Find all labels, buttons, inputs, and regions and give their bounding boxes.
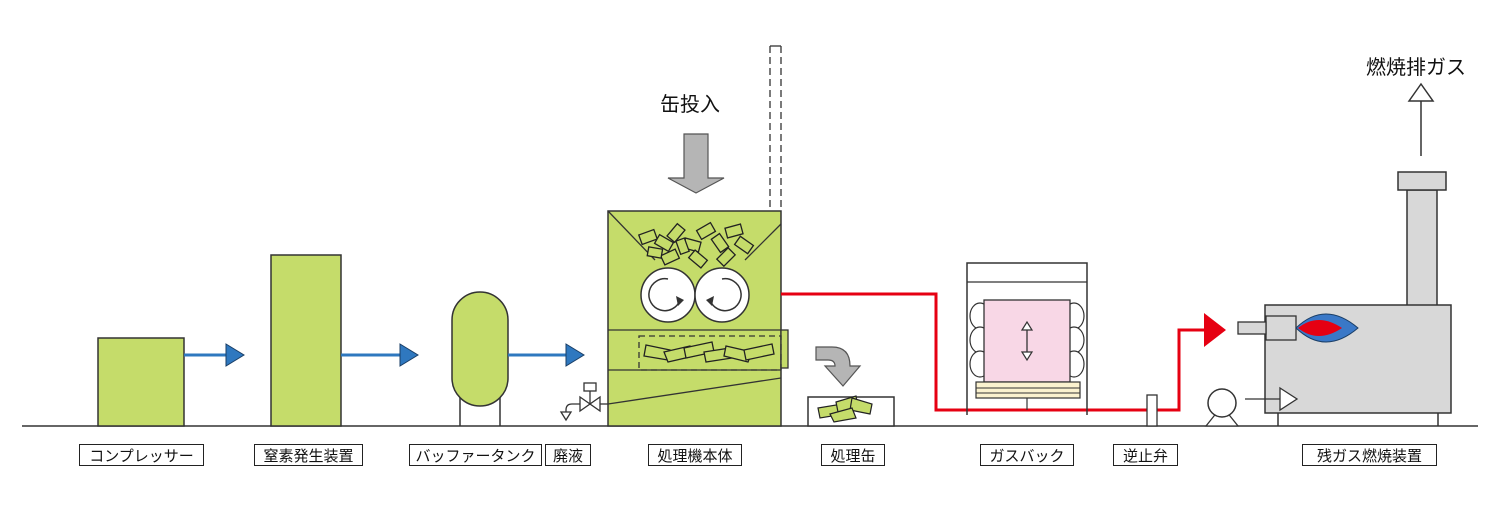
nitrogen-flow-arrow-1 (184, 343, 245, 367)
nitrogen-generator-unit (270, 254, 342, 427)
crusher-rotors (640, 267, 750, 323)
processor-body-label: 処理機本体 (648, 444, 742, 466)
combustion-exhaust-caption: 燃焼排ガス (1366, 55, 1466, 79)
gas-bag-label: ガスバック (980, 444, 1074, 466)
can-input-arrow (667, 133, 725, 194)
crushed-cans-inside (643, 341, 775, 363)
nitrogen-flow-arrow-3 (508, 343, 585, 367)
compressor-unit (97, 337, 185, 427)
nitrogen-generator-label: 窒素発生装置 (254, 444, 363, 466)
residual-gas-combustor (1237, 171, 1452, 426)
processed-cans-output-arrow (815, 346, 862, 387)
processed-cans-label: 処理缶 (821, 444, 885, 466)
compressor-label: コンプレッサー (79, 444, 204, 466)
processed-cans-tray (807, 395, 895, 427)
gas-flow-line (781, 292, 1204, 412)
can-input-caption: 缶投入 (660, 92, 720, 116)
waste-liquid-label: 廃液 (545, 444, 591, 466)
exhaust-arrow (1407, 82, 1435, 156)
gas-bag (966, 262, 1088, 415)
buffer-tank-label: バッファータンク (409, 444, 542, 466)
buffer-tank (451, 291, 509, 426)
cans-in-hopper (637, 221, 755, 269)
gas-flow-arrowhead (1204, 313, 1226, 347)
residual-gas-combustor-label: 残ガス燃焼装置 (1302, 444, 1437, 466)
check-valve (1146, 394, 1158, 427)
nitrogen-flow-arrow-2 (341, 343, 419, 367)
drain-valve (559, 382, 612, 422)
combustion-air-blower (1204, 388, 1240, 427)
check-valve-label: 逆止弁 (1113, 444, 1178, 466)
